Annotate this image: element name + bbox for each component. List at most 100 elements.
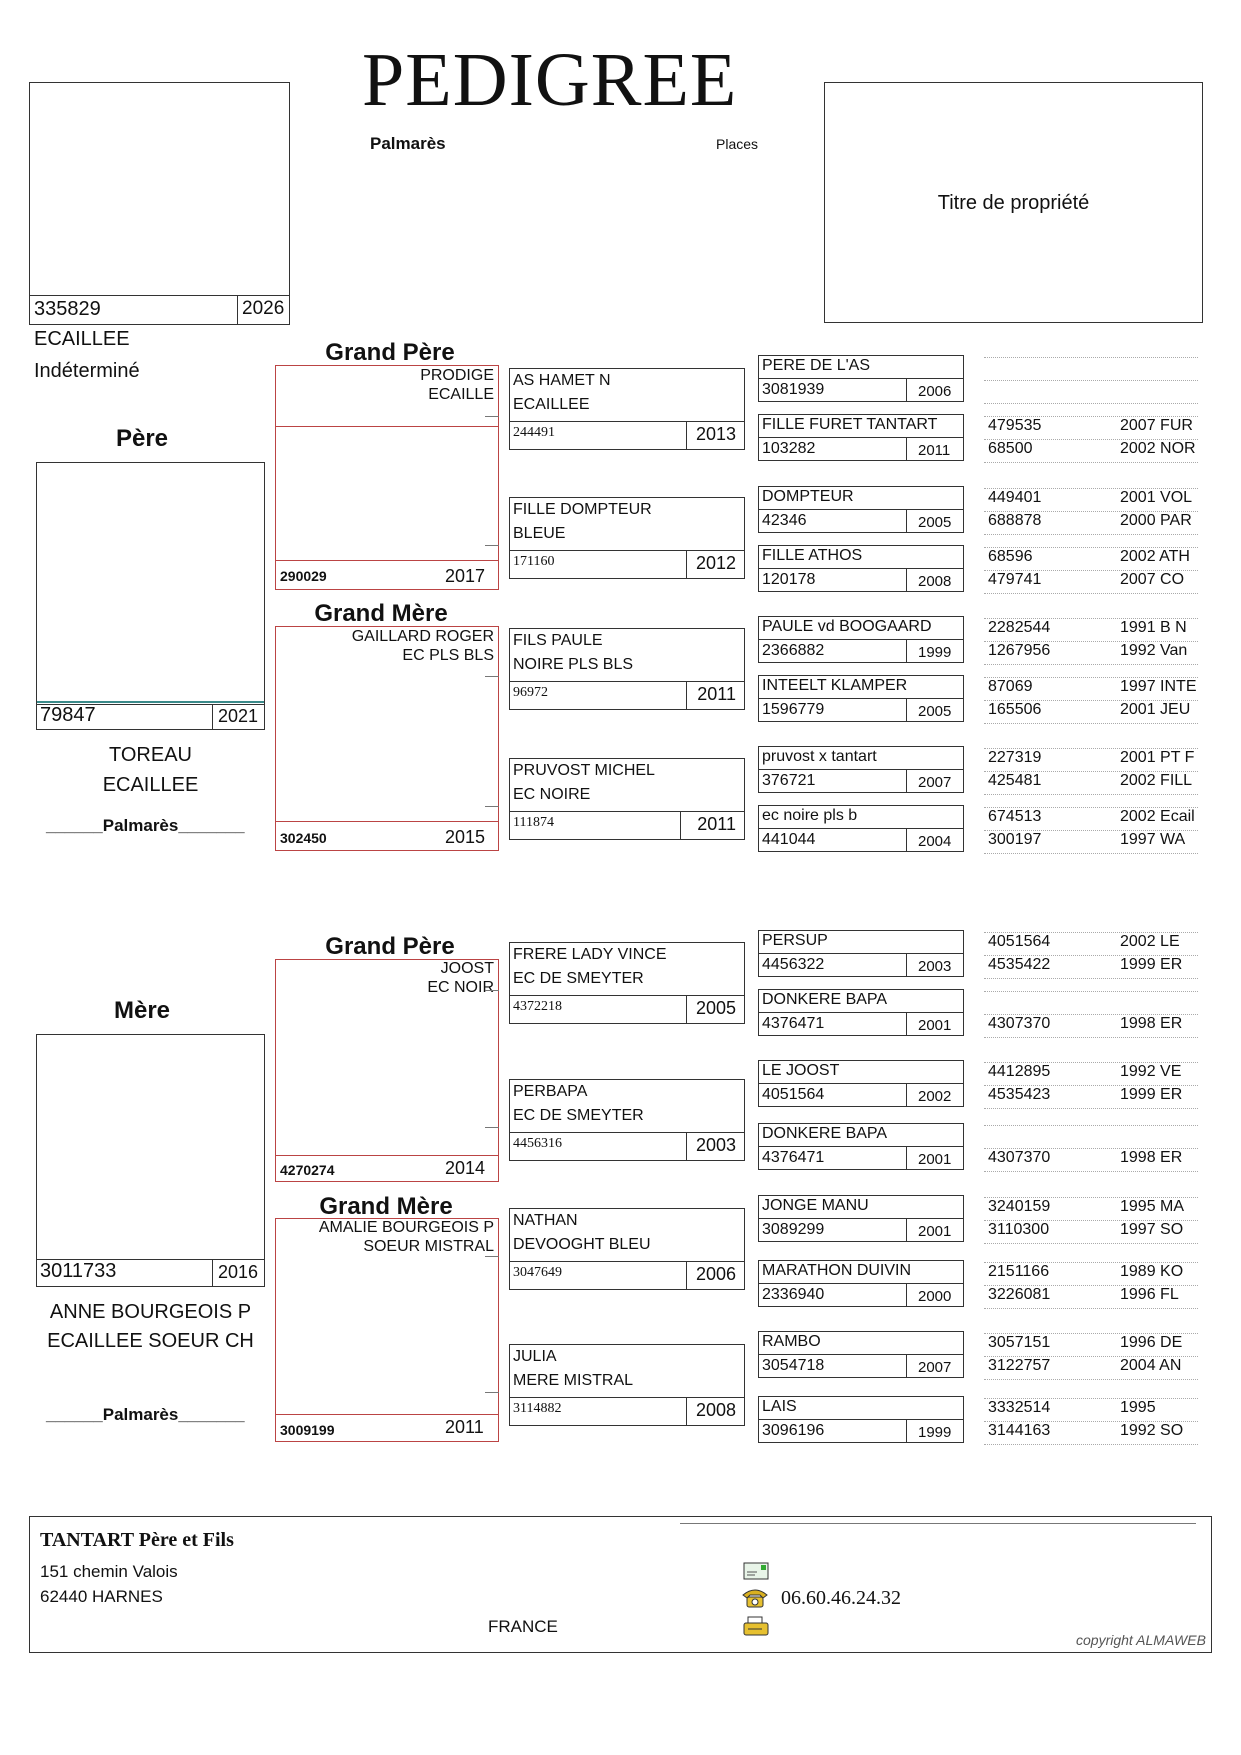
- grandmother2-color: SOEUR MISTRAL: [363, 1238, 494, 1255]
- gen5-info: 1997 INTE: [1120, 678, 1197, 695]
- gen4-year: 2000: [918, 1288, 952, 1305]
- gen5-info: 1992 VE: [1120, 1063, 1182, 1080]
- gen5-line: [984, 1125, 1198, 1126]
- gen3-ring-divider: [509, 550, 745, 551]
- gen3-ring-divider: [509, 995, 745, 996]
- gen3-ring: 171160: [513, 554, 555, 569]
- gen3-box: [509, 628, 745, 710]
- mother-palmares: ______Palmarès_______: [46, 1405, 245, 1424]
- gen4-year-divider: [906, 1012, 907, 1036]
- gen5-ring: 227319: [988, 749, 1042, 766]
- gen4-name: PERE DE L'AS: [762, 357, 870, 374]
- mother-color: ECAILLEE SOEUR CH: [47, 1330, 254, 1352]
- gen3-connector: [485, 676, 499, 677]
- gen5-ring: 4051564: [988, 933, 1051, 950]
- gen4-year: 2001: [918, 1151, 952, 1168]
- gen4-ring: 1596779: [762, 701, 825, 718]
- gen3-ring: 244491: [513, 425, 555, 440]
- gen3-box: [509, 1079, 745, 1161]
- gen4-name: FILLE FURET TANTART: [762, 416, 938, 433]
- gen4-year-divider: [906, 953, 907, 977]
- gen4-year-divider: [906, 1083, 907, 1107]
- grandfather2-heading: Grand Père: [325, 933, 455, 960]
- gen5-line: [984, 534, 1198, 535]
- gen4-name: MARATHON DUIVIN: [762, 1262, 912, 1279]
- gen3-ring-divider: [509, 1397, 745, 1398]
- gen5-info: 2001 VOL: [1120, 489, 1193, 506]
- gen4-ring-divider: [758, 769, 964, 770]
- grandfather1-year: 2017: [445, 566, 486, 586]
- ownership-box: [824, 82, 1203, 323]
- gen3-box: [509, 1208, 745, 1290]
- gen4-ring-divider: [758, 1012, 964, 1013]
- gen3-color: ECAILLEE: [513, 396, 590, 413]
- gen5-line: [984, 1062, 1198, 1063]
- footer-rule: [680, 1523, 1196, 1524]
- gen4-ring-divider: [758, 1283, 964, 1284]
- gen5-ring: 4535423: [988, 1086, 1051, 1103]
- gen5-ring: 479741: [988, 571, 1042, 588]
- gen4-year: 2007: [918, 774, 952, 791]
- gen5-line: [984, 991, 1198, 992]
- gen5-line: [984, 380, 1198, 381]
- gen5-line: [984, 1421, 1198, 1422]
- gen5-ring: 674513: [988, 808, 1042, 825]
- gen5-ring: 3226081: [988, 1286, 1051, 1303]
- grandfather2-ring: 4270274: [280, 1162, 335, 1178]
- gen4-name: DONKERE BAPA: [762, 991, 888, 1008]
- gen5-line: [984, 978, 1198, 979]
- subject-year: 2026: [242, 298, 285, 319]
- gen3-connector: [485, 990, 499, 991]
- gen5-info: 1996 FL: [1120, 1286, 1179, 1303]
- grandmother1-box: [275, 626, 499, 851]
- gen4-ring: 120178: [762, 571, 816, 588]
- father-photo-accent: [37, 701, 264, 703]
- gen5-line: [984, 1308, 1198, 1309]
- gen4-year: 2005: [918, 703, 952, 720]
- gen3-name: PERBAPA: [513, 1083, 588, 1100]
- gen3-ring-divider: [509, 421, 745, 422]
- grandfather2-photo-bottom: [276, 1155, 498, 1156]
- gen4-ring: 4376471: [762, 1015, 825, 1032]
- grandfather1-ring: 290029: [280, 568, 327, 584]
- grandmother1-heading: Grand Mère: [314, 600, 448, 627]
- gen5-line: [984, 794, 1198, 795]
- gen4-ring-divider: [758, 509, 964, 510]
- breeder-city: 62440 HARNES: [40, 1587, 163, 1606]
- email-icon: [743, 1562, 769, 1585]
- gen5-info: 1996 DE: [1120, 1334, 1183, 1351]
- gen4-year-divider: [906, 568, 907, 592]
- gen4-year: 2007: [918, 1359, 952, 1376]
- gen5-line: [984, 1444, 1198, 1445]
- grandfather2-color: EC NOIR: [427, 979, 494, 996]
- grandmother1-name: GAILLARD ROGER: [351, 628, 494, 645]
- gen5-info: 1992 Van: [1120, 642, 1188, 659]
- gen4-name: DONKERE BAPA: [762, 1125, 888, 1142]
- gen5-info: 2001 JEU: [1120, 701, 1191, 718]
- gen4-year: 2003: [918, 958, 952, 975]
- gen5-ring: 165506: [988, 701, 1042, 718]
- gen4-ring: 4456322: [762, 956, 825, 973]
- gen3-color: EC NOIRE: [513, 786, 591, 803]
- grandmother1-ring: 302450: [280, 830, 327, 846]
- gen5-line: [984, 853, 1198, 854]
- gen4-ring-divider: [758, 378, 964, 379]
- gen5-info: 2002 ATH: [1120, 548, 1190, 565]
- gen3-year: 2003: [695, 1135, 736, 1155]
- gen5-info: 1995: [1120, 1399, 1156, 1416]
- gen3-name: FILLE DOMPTEUR: [513, 501, 652, 518]
- gen3-year: 2011: [697, 814, 736, 834]
- mother-photo-box: [36, 1034, 265, 1287]
- gen5-line: [984, 1085, 1198, 1086]
- gen3-box: [509, 368, 745, 450]
- father-ring-divider: [36, 704, 265, 705]
- gen5-info: 2000 PAR: [1120, 512, 1192, 529]
- gen5-line: [984, 570, 1198, 571]
- gen4-year-divider: [906, 639, 907, 663]
- gen4-ring: 103282: [762, 440, 816, 457]
- gen3-ring-divider: [509, 1261, 745, 1262]
- gen5-info: 1997 SO: [1120, 1221, 1184, 1238]
- breeder-phone: 06.60.46.24.32: [781, 1587, 901, 1609]
- gen5-ring: 425481: [988, 772, 1042, 789]
- mother-year: 2016: [218, 1262, 259, 1282]
